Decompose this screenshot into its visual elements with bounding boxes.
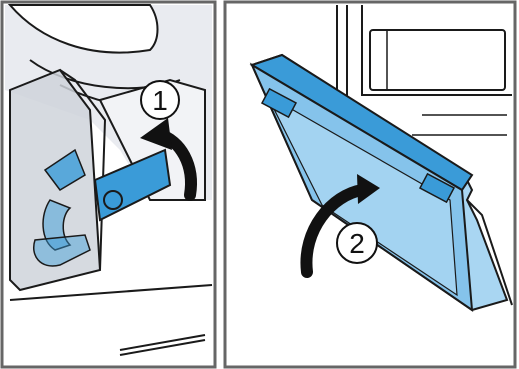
step-1-circle xyxy=(140,80,180,120)
clip-pivot xyxy=(103,190,123,210)
panel-step-2: 2 xyxy=(222,0,519,369)
base-line-1 xyxy=(9,284,213,301)
step-1-label: 1 xyxy=(152,85,168,116)
opening-frame xyxy=(361,5,512,96)
lid-hinge-edge xyxy=(466,199,513,306)
opening-details xyxy=(386,30,507,136)
step-2-circle xyxy=(336,222,378,264)
step-2-label: 2 xyxy=(349,228,365,259)
curved-arrow-upward-right xyxy=(300,184,368,278)
panel-step-1: 1 xyxy=(0,0,218,369)
housing-top-curve xyxy=(7,4,159,54)
base-line-3 xyxy=(119,339,206,356)
base-line-2 xyxy=(119,334,206,351)
arrow-head-2 xyxy=(357,174,380,204)
panel-2-drawing: 2 xyxy=(223,0,517,369)
opening-inner xyxy=(369,29,506,91)
lid-tab-left xyxy=(260,87,298,119)
clip-tab xyxy=(43,148,86,191)
arrow-head-1 xyxy=(140,118,172,150)
lid-tab-right xyxy=(418,172,456,204)
panel-1-drawing: 1 xyxy=(0,0,217,369)
clip-lower-hook xyxy=(33,234,91,267)
